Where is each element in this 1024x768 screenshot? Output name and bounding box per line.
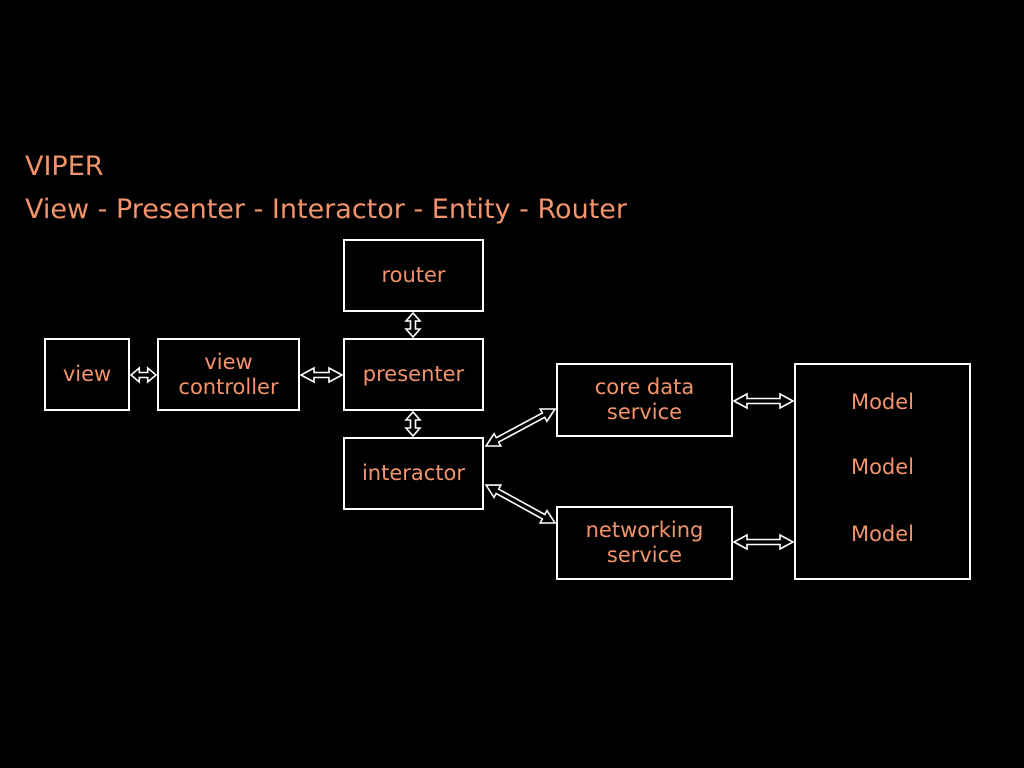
core-data-service-node: core data service — [556, 363, 733, 437]
router-node: router — [343, 239, 484, 312]
diagram-title: VIPER — [25, 151, 104, 182]
arrow-interactor-coredata — [484, 408, 557, 447]
model-label: Model — [850, 522, 915, 546]
arrow-coredata-model — [732, 392, 795, 410]
view-controller-node-label: view controller — [178, 349, 279, 399]
core-data-service-node-label: core data service — [594, 375, 695, 424]
model-container: Model Model Model — [794, 363, 971, 580]
view-node-label: view — [62, 362, 112, 386]
arrow-networking-model — [732, 533, 795, 551]
arrow-viewcontroller-presenter — [299, 366, 344, 384]
networking-service-node: networking service — [556, 506, 733, 580]
networking-service-node-label: networking service — [585, 518, 704, 567]
interactor-node: interactor — [343, 437, 484, 510]
model-label: Model — [850, 390, 915, 414]
arrow-router-presenter — [404, 311, 422, 339]
view-controller-node: view controller — [157, 338, 300, 411]
arrow-presenter-interactor — [404, 410, 422, 438]
diagram-subtitle: View - Presenter - Interactor - Entity -… — [25, 194, 627, 225]
presenter-node: presenter — [343, 338, 484, 411]
model-label: Model — [850, 455, 915, 479]
view-node: view — [44, 338, 130, 411]
arrow-view-viewcontroller — [129, 366, 158, 384]
interactor-node-label: interactor — [361, 461, 466, 485]
arrow-interactor-networking — [484, 484, 557, 524]
presenter-node-label: presenter — [362, 362, 465, 386]
router-node-label: router — [381, 263, 446, 287]
